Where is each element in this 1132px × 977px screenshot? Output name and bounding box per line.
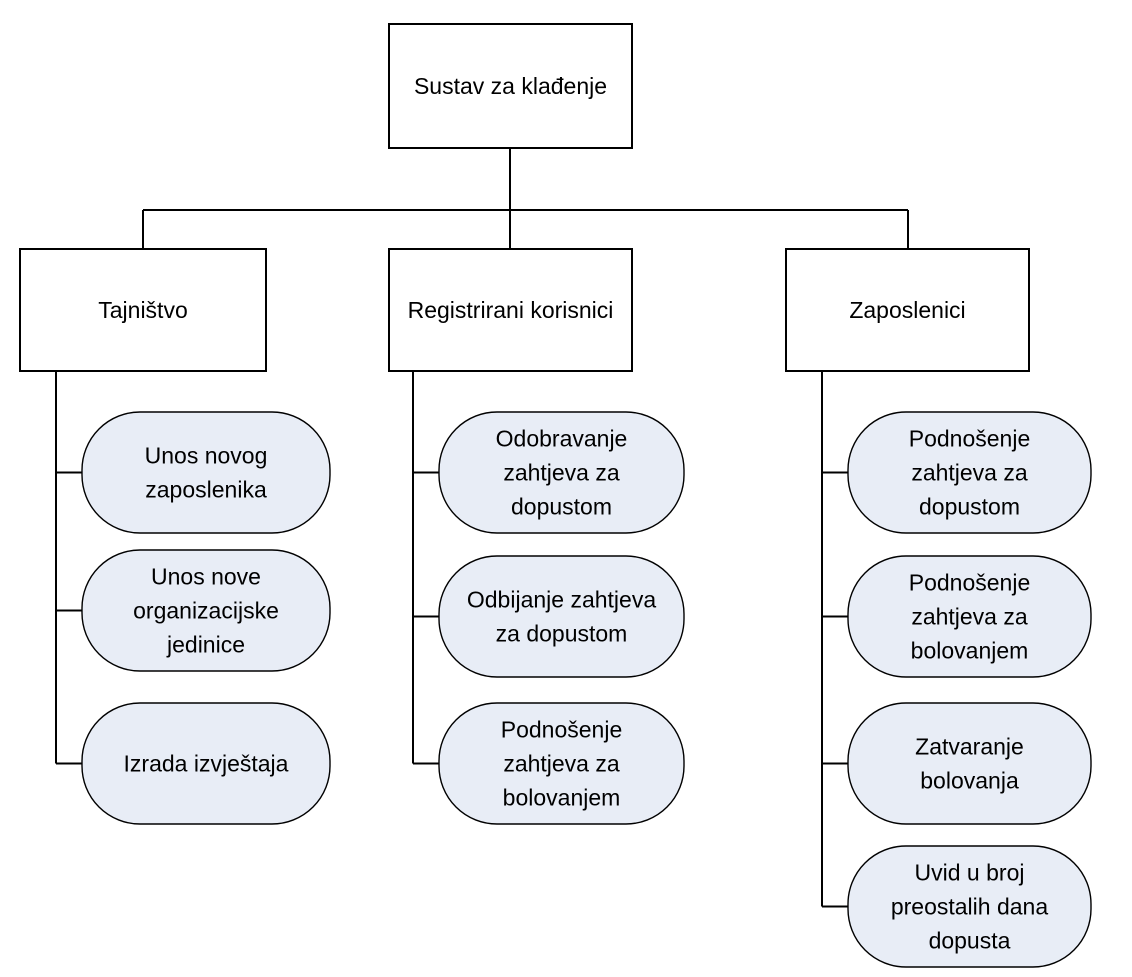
leaf-box bbox=[847, 845, 1092, 968]
branch-box-zaposlenici bbox=[785, 248, 1030, 372]
branch-box-registrirani-korisnici bbox=[388, 248, 633, 372]
leaf-label-line: dopusta bbox=[929, 928, 1011, 954]
leaf-label-line: organizacijske bbox=[133, 598, 279, 624]
leaf-label-line: Podnošenje bbox=[909, 426, 1031, 452]
leaf-label-line: Podnošenje bbox=[501, 717, 623, 743]
leaf-label-line: dopustom bbox=[919, 494, 1020, 520]
leaf-label: Uvid u broj preostalih dana dopusta bbox=[891, 860, 1048, 954]
leaf-label: Podnošenje zahtjeva za bolovanjem bbox=[501, 717, 623, 811]
branch-label-tajnistvo: Tajništvo bbox=[98, 297, 187, 323]
leaf-label-line: zaposlenika bbox=[145, 477, 267, 503]
leaf-label-line: bolovanjem bbox=[503, 785, 621, 811]
connector-lines bbox=[55, 148, 909, 908]
leaf-label: Podnošenje zahtjeva za bolovanjem bbox=[909, 570, 1031, 664]
leaf-label-line: Zatvaranje bbox=[915, 734, 1024, 760]
leaf-box bbox=[438, 702, 685, 825]
leaf-label-line: zahtjeva za bbox=[911, 604, 1028, 630]
leaf-label-line: Uvid u broj bbox=[915, 860, 1025, 886]
leaf-label: Izrada izvještaja bbox=[124, 751, 289, 777]
root-box bbox=[388, 23, 633, 149]
leaf-box bbox=[81, 702, 331, 825]
leaf-label: Podnošenje zahtjeva za dopustom bbox=[909, 426, 1031, 520]
leaf-label-line: Odobravanje bbox=[496, 426, 628, 452]
leaf-label: Zatvaranje bolovanja bbox=[915, 734, 1024, 794]
branch-label-zaposlenici: Zaposlenici bbox=[849, 297, 965, 323]
leaf-label-line: preostalih dana bbox=[891, 894, 1048, 920]
leaf-label-line: za dopustom bbox=[496, 621, 628, 647]
leaf-box bbox=[847, 411, 1092, 534]
leaf-label: Odobravanje zahtjeva za dopustom bbox=[496, 426, 628, 520]
root-label: Sustav za klađenje bbox=[414, 73, 607, 99]
leaf-label-line: zahtjeva za bbox=[911, 460, 1028, 486]
leaf-label-line: zahtjeva za bbox=[503, 460, 620, 486]
branch-label-registrirani-korisnici: Registrirani korisnici bbox=[408, 297, 614, 323]
leaf-label-line: Unos novog bbox=[145, 443, 268, 469]
leaf-label: Unos novog zaposlenika bbox=[145, 443, 268, 503]
leaf-label: Unos nove organizacijske jedinice bbox=[133, 564, 279, 658]
leaf-label: Odbijanje zahtjeva za dopustom bbox=[467, 587, 656, 647]
leaf-label-line: Izrada izvještaja bbox=[124, 751, 289, 777]
leaf-box bbox=[847, 702, 1092, 825]
leaf-box bbox=[81, 549, 331, 672]
leaf-box bbox=[438, 555, 685, 678]
leaf-label-line: bolovanjem bbox=[911, 638, 1029, 664]
leaf-box bbox=[438, 411, 685, 534]
leaf-box bbox=[847, 555, 1092, 678]
leaf-label-line: dopustom bbox=[511, 494, 612, 520]
leaf-label-line: jedinice bbox=[166, 632, 245, 658]
leaf-box bbox=[81, 411, 331, 534]
leaf-label-line: Podnošenje bbox=[909, 570, 1031, 596]
leaf-label-line: Unos nove bbox=[151, 564, 261, 590]
leaf-label-line: bolovanja bbox=[920, 768, 1019, 794]
branch-box-tajnistvo bbox=[19, 248, 267, 372]
leaf-label-line: zahtjeva za bbox=[503, 751, 620, 777]
leaf-label-line: Odbijanje zahtjeva bbox=[467, 587, 656, 613]
